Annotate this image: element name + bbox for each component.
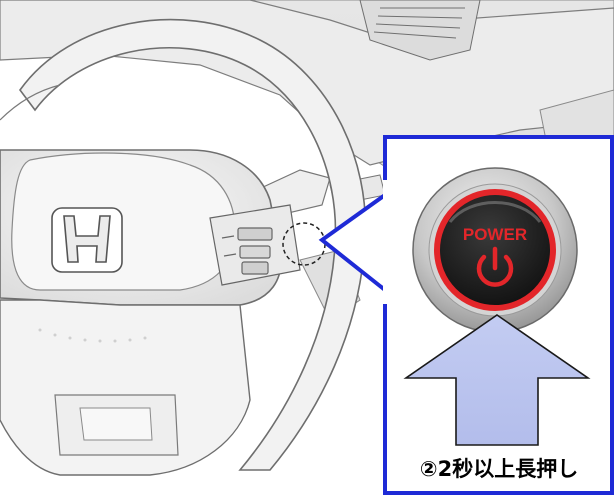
honda-emblem xyxy=(51,207,123,273)
power-button-label: POWER xyxy=(463,225,527,244)
steering-wheel-rim xyxy=(19,18,367,471)
press-arrow xyxy=(403,314,591,446)
power-button: POWER xyxy=(412,167,578,333)
steering-switch-panel xyxy=(209,204,301,286)
dashboard-vent xyxy=(359,0,481,61)
power-icon xyxy=(476,246,514,287)
callout-caption: ②2秒以上長押し xyxy=(419,457,579,481)
